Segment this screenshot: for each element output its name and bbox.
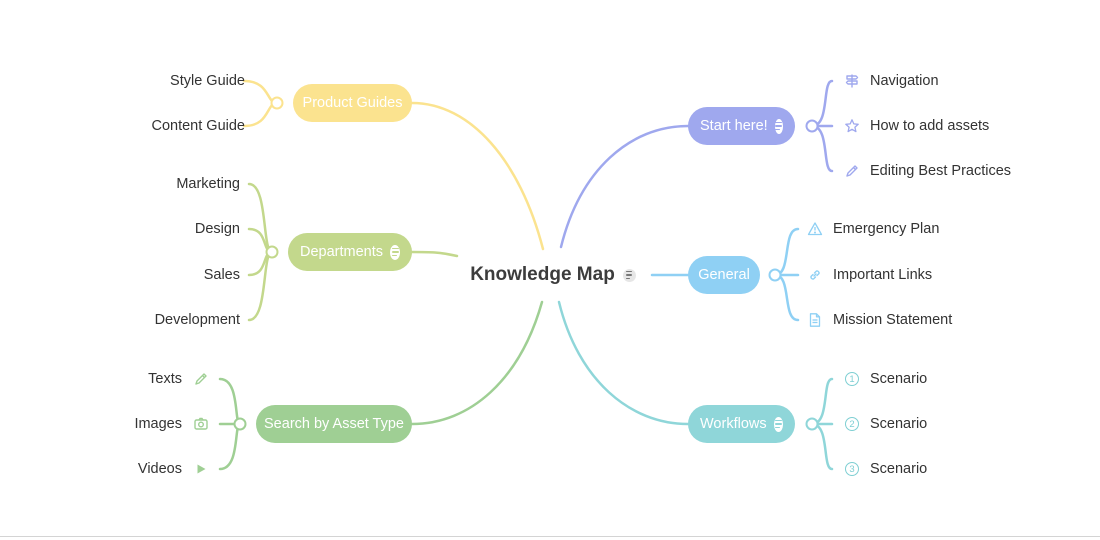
leaf-scenario-1[interactable]: 1 Scenario — [843, 367, 927, 391]
pencil-icon — [843, 162, 861, 180]
pencil-icon — [192, 370, 210, 388]
leaf-label: Scenario — [870, 371, 928, 387]
branch-search-by-asset-type[interactable]: Search by Asset Type — [256, 405, 412, 443]
leaf-marketing[interactable]: Marketing — [176, 172, 240, 196]
note-icon[interactable] — [390, 244, 400, 260]
leaf-emergency-plan[interactable]: Emergency Plan — [806, 217, 939, 241]
leaf-important-links[interactable]: Important Links — [806, 263, 932, 287]
branch-label: Search by Asset Type — [264, 415, 404, 432]
leaf-label: Design — [194, 221, 240, 237]
branch-general[interactable]: General — [688, 256, 760, 294]
leaf-label: Scenario — [870, 416, 928, 432]
leaf-label: Texts — [148, 371, 182, 387]
number-three-icon: 3 — [843, 460, 861, 478]
warning-icon — [806, 220, 824, 238]
branch-label: Departments — [300, 243, 384, 260]
leaf-design[interactable]: Design — [195, 217, 240, 241]
leaf-editing-best-practices[interactable]: Editing Best Practices — [843, 159, 1011, 183]
document-icon — [806, 311, 824, 329]
note-icon[interactable] — [773, 416, 783, 432]
note-icon[interactable] — [622, 268, 636, 282]
leaf-label: Marketing — [176, 176, 240, 192]
leaf-label: Important Links — [833, 267, 933, 283]
leaf-label: Images — [134, 416, 182, 432]
leaf-mission-statement[interactable]: Mission Statement — [806, 308, 952, 332]
start-here-connectors — [559, 79, 834, 249]
central-topic[interactable]: Knowledge Map — [458, 258, 648, 292]
branch-label: Product Guides — [302, 94, 403, 111]
link-icon — [806, 266, 824, 284]
leaf-label: Mission Statement — [833, 312, 953, 328]
leaf-label: Scenario — [870, 461, 928, 477]
number-one-icon: 1 — [843, 370, 861, 388]
branch-start-here[interactable]: Start here! — [688, 107, 795, 145]
leaf-label: How to add assets — [870, 118, 990, 134]
product-guides-connectors — [242, 79, 545, 251]
leaf-label: Style Guide — [170, 73, 245, 89]
departments-connectors — [247, 182, 459, 322]
canvas-bottom-divider — [0, 536, 1100, 537]
leaf-scenario-3[interactable]: 3 Scenario — [843, 457, 927, 481]
leaf-development[interactable]: Development — [155, 308, 240, 332]
leaf-videos[interactable]: Videos — [138, 457, 210, 481]
star-icon — [843, 117, 861, 135]
branch-departments[interactable]: Departments — [288, 233, 412, 271]
central-topic-label: Knowledge Map — [470, 264, 615, 285]
leaf-label: Editing Best Practices — [870, 163, 1012, 179]
leaf-style-guide[interactable]: Style Guide — [170, 69, 245, 93]
branch-label: Start here! — [700, 117, 768, 134]
leaf-label: Navigation — [870, 73, 939, 89]
workflows-connectors — [557, 300, 834, 471]
branch-workflows[interactable]: Workflows — [688, 405, 795, 443]
branch-product-guides[interactable]: Product Guides — [293, 84, 412, 122]
note-icon[interactable] — [774, 118, 783, 134]
leaf-label: Videos — [137, 461, 182, 477]
number-two-icon: 2 — [843, 415, 861, 433]
leaf-content-guide[interactable]: Content Guide — [151, 114, 245, 138]
leaf-scenario-2[interactable]: 2 Scenario — [843, 412, 927, 436]
signpost-icon — [843, 72, 861, 90]
leaf-texts[interactable]: Texts — [148, 367, 210, 391]
camera-icon — [192, 415, 210, 433]
leaf-label: Sales — [203, 267, 240, 283]
leaf-label: Development — [154, 312, 240, 328]
general-connectors — [650, 227, 800, 322]
play-icon — [192, 460, 210, 478]
leaf-how-to-add-assets[interactable]: How to add assets — [843, 114, 989, 138]
branch-label: General — [698, 266, 750, 283]
search-by-asset-type-connectors — [218, 300, 544, 471]
leaf-images[interactable]: Images — [134, 412, 210, 436]
branch-label: Workflows — [700, 415, 767, 432]
leaf-sales[interactable]: Sales — [204, 263, 240, 287]
leaf-label: Content Guide — [151, 118, 245, 134]
leaf-navigation[interactable]: Navigation — [843, 69, 939, 93]
leaf-label: Emergency Plan — [833, 221, 940, 237]
